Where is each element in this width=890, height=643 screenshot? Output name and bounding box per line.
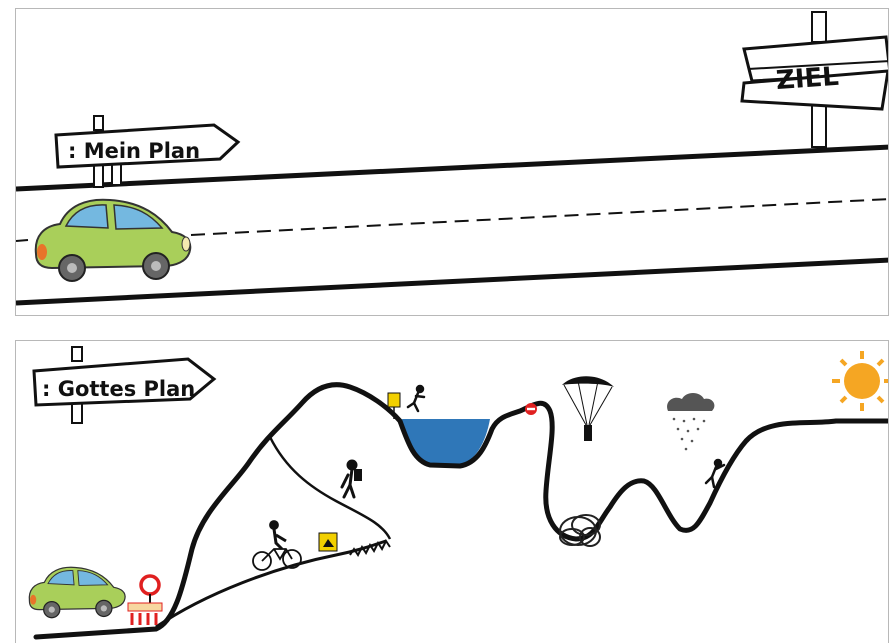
car-top bbox=[36, 200, 191, 281]
paraglider-icon bbox=[562, 376, 614, 441]
sign-ziel: ZIEL bbox=[742, 12, 889, 147]
gods-plan-drawing: : Gottes Plan bbox=[16, 341, 889, 643]
panel-gods-plan: : Gottes Plan bbox=[15, 340, 889, 643]
sign-gottes-plan-label: : Gottes Plan bbox=[42, 377, 195, 401]
cliff-jump-sign-icon bbox=[388, 393, 400, 419]
roadblock-icon bbox=[128, 576, 162, 625]
hiker-figure-icon bbox=[342, 461, 362, 497]
construction-sign-icon bbox=[319, 533, 337, 551]
jumper-figure-icon bbox=[408, 386, 424, 411]
road-center-line bbox=[191, 199, 889, 235]
cyclist-icon bbox=[253, 521, 301, 570]
rain-cloud-icon bbox=[667, 393, 714, 450]
panel-my-plan: : Mein Plan ZIEL bbox=[15, 8, 889, 316]
my-plan-drawing: : Mein Plan ZIEL bbox=[16, 9, 889, 316]
sign-ziel-label: ZIEL bbox=[775, 62, 840, 96]
sign-gottes-plan: : Gottes Plan bbox=[34, 347, 214, 423]
rubble bbox=[350, 541, 390, 555]
sign-mein-plan: : Mein Plan bbox=[56, 116, 238, 187]
sign-mein-plan-label: : Mein Plan bbox=[68, 139, 200, 163]
no-entry-sign-icon bbox=[525, 403, 537, 415]
car-bottom bbox=[29, 567, 125, 617]
sun-icon bbox=[832, 351, 889, 411]
